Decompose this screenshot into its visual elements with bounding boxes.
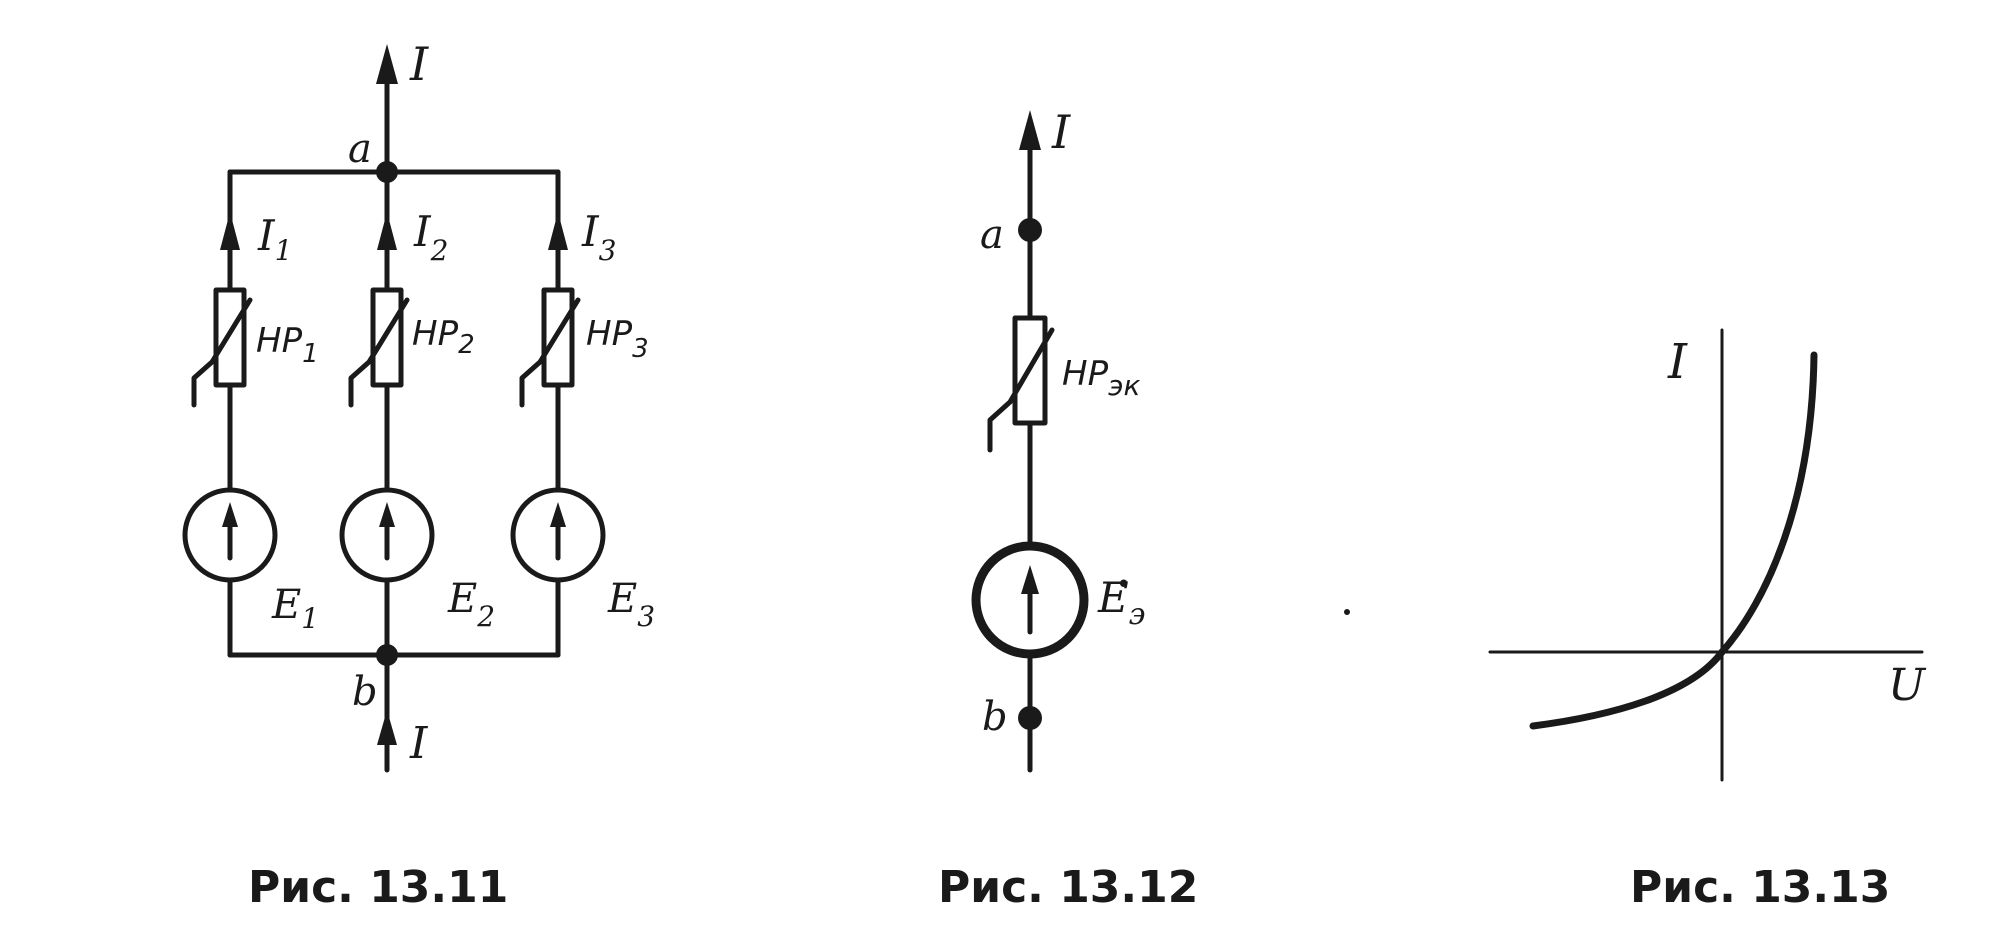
branch-current-label: I1 [257,211,292,267]
print-speck [1344,609,1350,615]
nonlinear-mark [348,297,410,408]
source-arrow-head [550,502,566,527]
source-label: E1 [271,582,319,635]
node-b-label: b [352,669,378,715]
nonlinear-resistor [370,287,404,388]
current-arrow-bottom [377,710,397,745]
nonlinear-resistor [541,287,575,388]
node-a-label: a [348,126,372,172]
figure-13-12: I a HPэк Eэ • b Рис. 13.12 [938,105,1198,913]
branch-3: I3 HP3 E3 [510,169,655,658]
figure-13-11: I a b I I1 HP1 E1 [182,37,655,913]
branch-1: I1 HP1 E1 [182,169,319,658]
resistor-sub: эк [1108,369,1140,402]
x-axis-label: U [1888,660,1927,711]
current-label-top: I [409,37,429,91]
source-sub: 1 [301,602,319,635]
nonlinear-resistor [213,287,247,388]
resistor-sub: 2 [458,330,475,360]
figure-caption: Рис. 13.13 [1630,862,1890,913]
node-a-label: a [980,212,1004,258]
resistor-sub: 3 [632,334,649,364]
y-axis-label: I [1667,334,1688,390]
branch-current-label: I2 [413,207,448,267]
source-sub: э [1129,597,1146,632]
source-sub: 2 [476,600,495,633]
branch-current-sub: 1 [275,234,293,267]
resistor-label: HP1 [256,321,319,369]
source-arrow-head [222,502,238,527]
current-label-top: I [1051,105,1071,159]
branch-current-arrow [548,212,568,250]
current-label-bottom: I [409,718,429,769]
current-arrow-top [376,44,398,84]
nonlinear-mark [519,297,581,408]
source-label: E3 [607,576,655,633]
figure-caption: Рис. 13.12 [938,862,1198,913]
nonlinear-mark [987,327,1055,453]
source-sub: 3 [637,600,655,633]
figure-caption: Рис. 13.11 [248,862,508,913]
iv-characteristic-curve [1529,351,1818,730]
node-b [1018,706,1042,730]
resistor-label: HP2 [412,314,475,360]
source-mark: • [1116,570,1131,600]
branch-current-sub: 2 [430,234,449,267]
branch-2: I2 HP2 E2 [339,169,495,658]
branch-current-label: I3 [581,207,616,267]
source-label: E2 [447,576,495,633]
source-arrow-head [379,502,395,527]
resistor-label: HP3 [586,314,649,364]
source-arrow-head [1021,565,1039,594]
branch-current-arrow [220,212,240,250]
nonlinear-mark [191,297,253,408]
current-arrow-top [1019,110,1041,150]
resistor-label: HPэк [1062,354,1140,402]
figure-13-13: I U Рис. 13.13 [1488,328,1927,913]
source-label: Eэ [1097,573,1145,632]
resistor-sub: 1 [302,339,319,369]
branch-current-sub: 3 [599,234,617,267]
branch-current-arrow [377,212,397,250]
node-b-label: b [982,694,1008,740]
